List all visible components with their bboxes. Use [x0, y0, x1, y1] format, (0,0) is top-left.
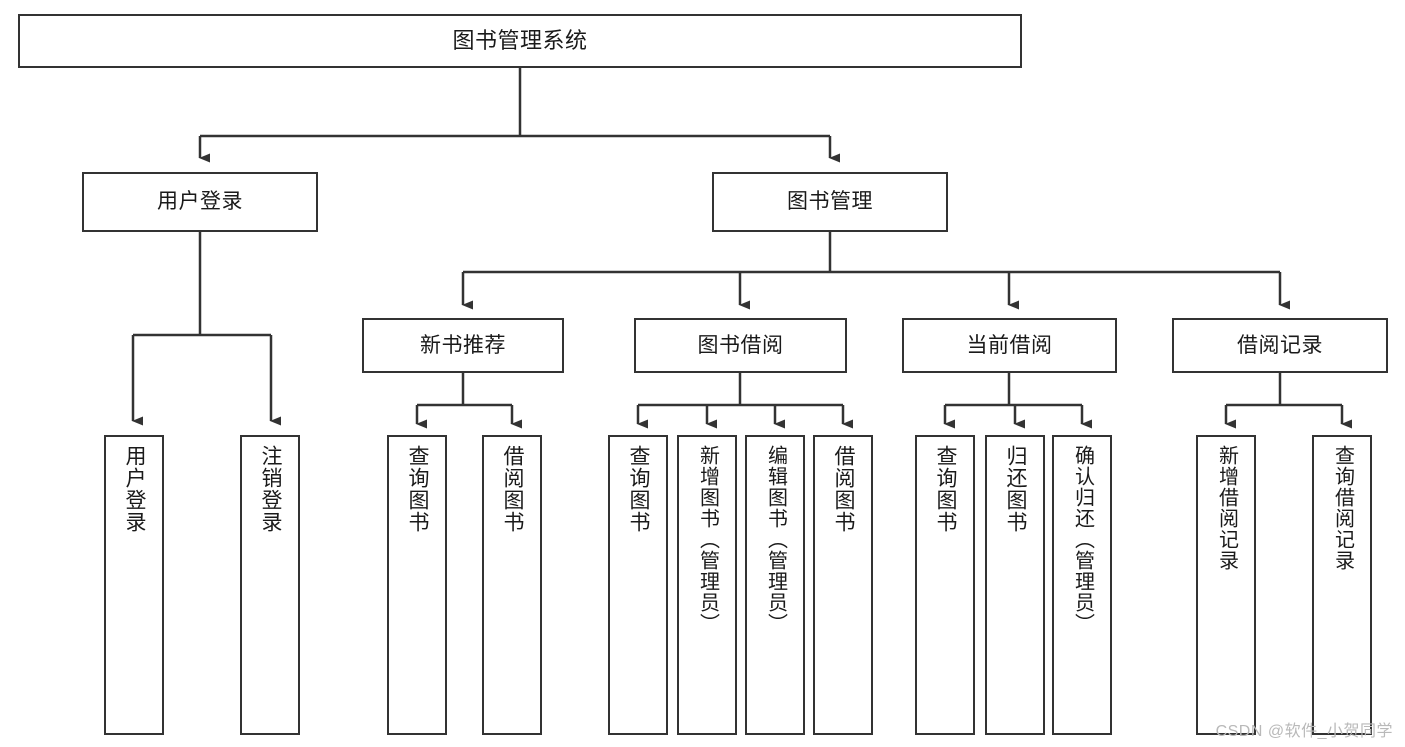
node-label: 查询图书: [934, 445, 958, 533]
node-current-borrow[interactable]: 当前借阅: [902, 318, 1117, 373]
node-label: 新书推荐: [420, 333, 506, 357]
leaf-confirm-return[interactable]: 确认归还（管理员）: [1052, 435, 1112, 735]
node-label: 确认归还（管理员）: [1071, 445, 1094, 634]
node-label: 借阅记录: [1237, 333, 1323, 357]
node-label: 用户登录: [157, 190, 243, 214]
leaf-query-book-1[interactable]: 查询图书: [387, 435, 447, 735]
leaf-borrow-book-1[interactable]: 借阅图书: [482, 435, 542, 735]
node-label: 编辑图书（管理员）: [764, 445, 787, 634]
node-book-management[interactable]: 图书管理: [712, 172, 948, 232]
node-label: 新增图书（管理员）: [696, 445, 719, 634]
leaf-query-record[interactable]: 查询借阅记录: [1312, 435, 1372, 735]
leaf-query-book-2[interactable]: 查询图书: [608, 435, 668, 735]
node-label: 注销登录: [259, 445, 283, 533]
node-label: 借阅图书: [501, 445, 525, 533]
leaf-user-login[interactable]: 用户登录: [104, 435, 164, 735]
node-label: 查询图书: [406, 445, 430, 533]
node-label: 新增借阅记录: [1215, 445, 1238, 571]
node-label: 图书管理: [787, 190, 873, 214]
node-label: 图书管理系统: [452, 27, 588, 53]
node-root-system[interactable]: 图书管理系统: [18, 14, 1022, 68]
csdn-watermark: CSDN @软件_小贺同学: [1215, 723, 1393, 740]
leaf-borrow-book-2[interactable]: 借阅图书: [813, 435, 873, 735]
node-label: 图书借阅: [697, 333, 784, 357]
node-label: 查询图书: [627, 445, 651, 533]
leaf-logout-login[interactable]: 注销登录: [240, 435, 300, 735]
node-borrow-record[interactable]: 借阅记录: [1172, 318, 1388, 373]
leaf-add-record[interactable]: 新增借阅记录: [1196, 435, 1256, 735]
node-user-login[interactable]: 用户登录: [82, 172, 318, 232]
node-label: 用户登录: [123, 445, 147, 533]
leaf-edit-book[interactable]: 编辑图书（管理员）: [745, 435, 805, 735]
leaf-return-book[interactable]: 归还图书: [985, 435, 1045, 735]
node-label: 当前借阅: [966, 333, 1053, 357]
node-label: 查询借阅记录: [1331, 445, 1354, 571]
node-label: 借阅图书: [832, 445, 856, 533]
node-book-borrow[interactable]: 图书借阅: [634, 318, 847, 373]
node-new-book-recommend[interactable]: 新书推荐: [362, 318, 564, 373]
leaf-query-book-3[interactable]: 查询图书: [915, 435, 975, 735]
node-label: 归还图书: [1004, 445, 1028, 533]
leaf-add-book[interactable]: 新增图书（管理员）: [677, 435, 737, 735]
